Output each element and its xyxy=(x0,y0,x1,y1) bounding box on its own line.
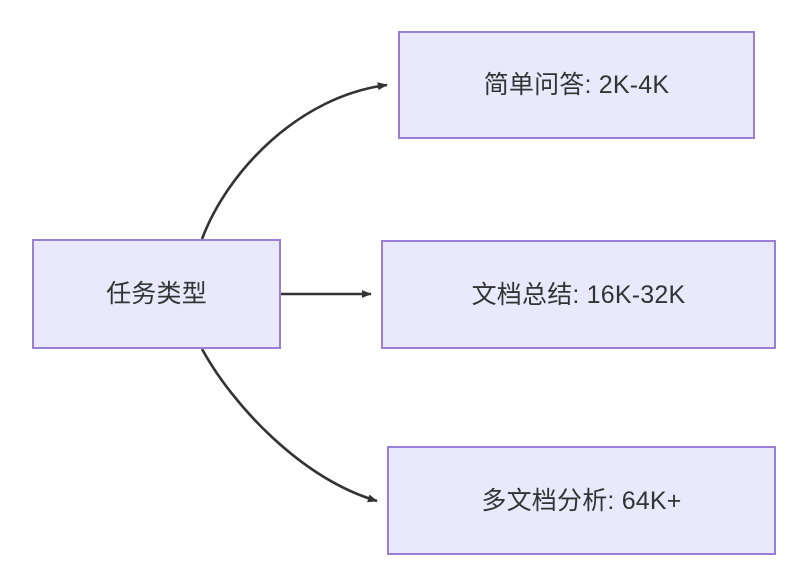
edge-root-to-simple-qa xyxy=(200,82,388,240)
node-label: 多文档分析: 64K+ xyxy=(481,486,682,515)
node-multi-document-analysis[interactable]: 多文档分析: 64K+ xyxy=(387,446,776,555)
node-document-summary[interactable]: 文档总结: 16K-32K xyxy=(381,240,776,349)
node-label: 简单问答: 2K-4K xyxy=(483,71,670,99)
node-label: 任务类型 xyxy=(106,280,207,308)
node-root-task-type[interactable]: 任务类型 xyxy=(32,239,281,349)
edge-root-to-multi-doc xyxy=(200,348,378,503)
node-simple-qa[interactable]: 简单问答: 2K-4K xyxy=(398,31,755,139)
node-label: 文档总结: 16K-32K xyxy=(471,280,686,309)
